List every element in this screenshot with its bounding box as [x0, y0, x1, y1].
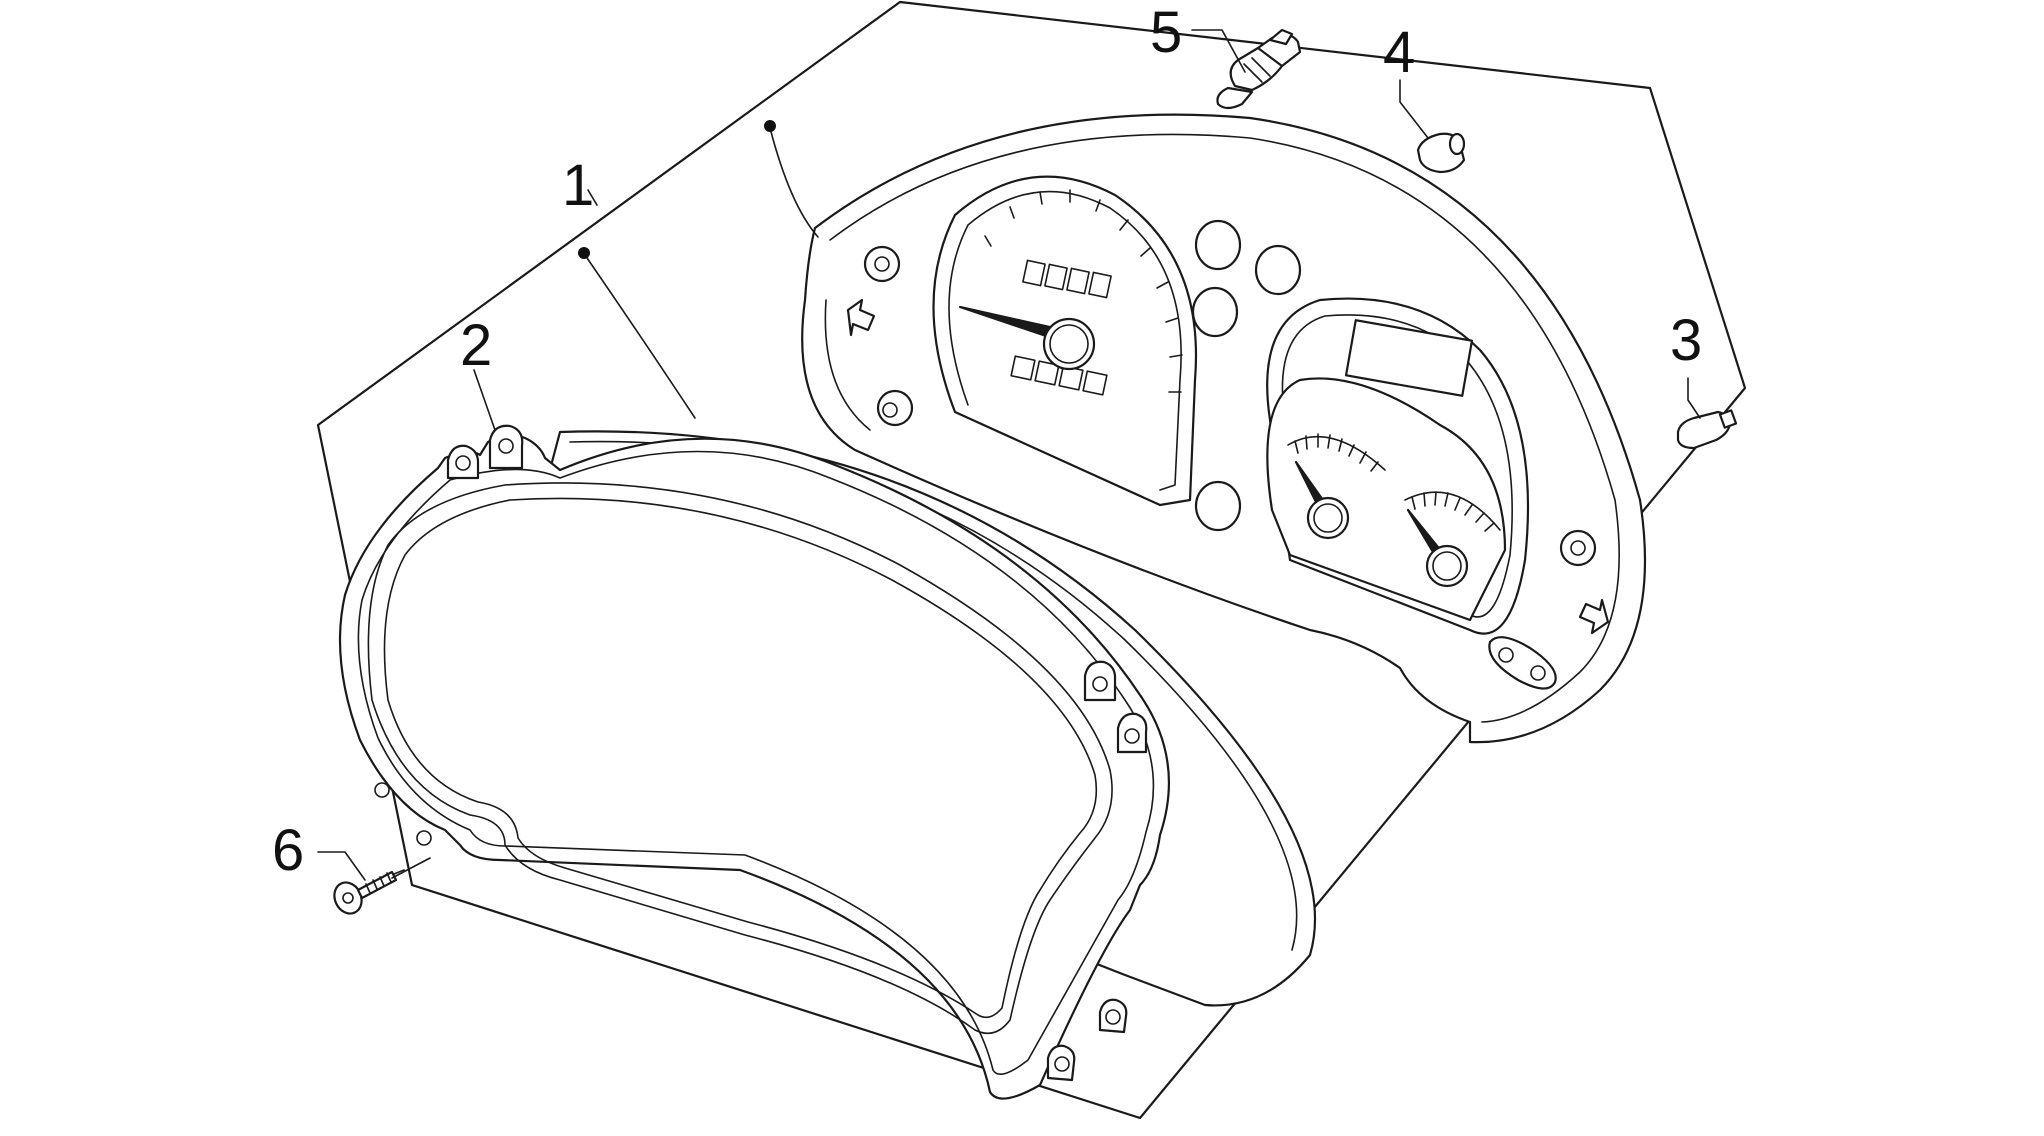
speedometer-gauge	[932, 175, 1197, 507]
callout-2: 2	[460, 313, 492, 378]
assembly-boundary	[316, 0, 1747, 1120]
callout-3: 3	[1670, 308, 1702, 373]
leader-lines	[317, 29, 1701, 881]
callout-5: 5	[1150, 0, 1182, 65]
callout-6: 6	[272, 818, 304, 883]
left-turn-arrow-icon	[846, 298, 876, 337]
leader-dot-panel	[764, 120, 776, 132]
callout-1: 1	[562, 153, 594, 218]
leader-dot-cover	[578, 247, 590, 259]
part-4-bulb	[1416, 132, 1466, 174]
callout-4: 4	[1383, 20, 1415, 85]
right-turn-arrow-icon	[1578, 598, 1610, 635]
part-5-sensor	[1216, 28, 1302, 110]
part-6-screw	[333, 869, 405, 915]
indicator-lamps	[863, 219, 1597, 567]
trip-reset-button	[1488, 636, 1557, 690]
instrument-panel	[801, 113, 1647, 744]
part-3-bulb	[1676, 409, 1738, 450]
secondary-gauges	[1266, 297, 1530, 635]
front-cover-lens	[338, 424, 1317, 1100]
